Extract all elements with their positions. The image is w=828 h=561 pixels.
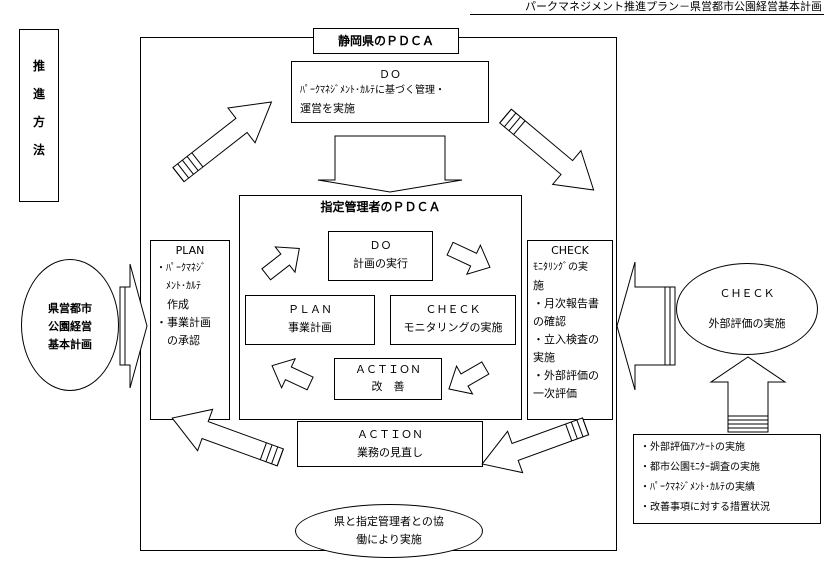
external-check-ellipse: ＣＨＥＣＫ 外部評価の実施: [676, 263, 818, 355]
basic-plan-ellipse: 県営都市 公園経営 基本計画: [21, 259, 119, 391]
inner-do-title: ＤＯ: [369, 239, 392, 252]
inner-plan-title: ＰＬＡＮ: [288, 303, 332, 316]
header-rule: [470, 14, 824, 15]
prefecture-pdca-title: 静岡県のＰＤＣＡ: [313, 28, 459, 54]
collaboration-line2: 働により実施: [356, 533, 422, 546]
external-list-item: ・都市公園ﾓﾆﾀｰ調査の実施: [640, 462, 760, 473]
external-list-box: ・外部評価ｱﾝｹｰﾄの実施 ・都市公園ﾓﾆﾀｰ調査の実施 ・ﾊﾟｰｸﾏﾈｼﾞﾒﾝ…: [633, 434, 821, 524]
collaboration-ellipse: 県と指定管理者との協 働により実施: [295, 504, 483, 558]
basic-plan-line2: 公園経営: [48, 320, 92, 333]
do-outer-line2: 運営を実施: [300, 102, 355, 115]
check-outer-line: ・外部評価の: [533, 369, 599, 382]
method-char-1: 推: [32, 59, 45, 73]
external-list-item: ・改善事項に対する措置状況: [640, 502, 770, 513]
check-outer-line: の確認: [533, 315, 566, 328]
plan-outer-line: ・事業計画: [156, 316, 211, 329]
check-outer-line: ・月次報告書: [533, 297, 599, 310]
plan-outer-line: ・ﾊﾟｰｸﾏﾈｼﾞ: [156, 263, 206, 274]
check-outer-line: ﾓﾆﾀﾘﾝｸﾞの実: [533, 262, 588, 273]
check-outer-line: 実施: [533, 351, 555, 364]
action-outer-box: ＡＣＴＩＯＮ 業務の見直し: [297, 421, 483, 467]
collaboration-line1: 県と指定管理者との協: [334, 515, 444, 528]
inner-action-text: 改 善: [371, 380, 405, 393]
page-header: パークマネジメント推進プラン－県営都市公園経営基本計画: [525, 0, 822, 13]
list-to-external-arrow: [709, 356, 787, 433]
check-outer-line: ・立入検査の: [533, 333, 599, 346]
action-outer-title: ＡＣＴＩＯＮ: [357, 428, 423, 441]
do-outer-line1: ﾊﾟｰｸﾏﾈｼﾞﾒﾝﾄ･ｶﾙﾃに基づく管理・: [300, 85, 445, 96]
do-outer-title: ＤＯ: [379, 68, 401, 81]
inner-check-title: ＣＨＥＣＫ: [425, 303, 481, 316]
external-list-item: ・ﾊﾟｰｸﾏﾈｼﾞﾒﾝﾄ･ｶﾙﾃの実績: [640, 482, 755, 493]
prefecture-pdca-title-text: 静岡県のＰＤＣＡ: [337, 34, 434, 48]
evaluation-line2: ・指摘: [636, 316, 669, 329]
inner-check-text: モニタリングの実施: [403, 321, 503, 334]
basic-plan-line1: 県営都市: [48, 302, 92, 315]
inner-do-text: 計画の実行: [353, 257, 408, 270]
manager-pdca-title: 指定管理者のＰＤＣＡ: [320, 200, 441, 214]
basic-plan-line3: 基本計画: [48, 338, 92, 351]
plan-outer-line: ﾒﾝﾄ･ｶﾙﾃ: [156, 281, 201, 292]
inner-action-title: ＡＣＴＩＯＮ: [355, 363, 421, 376]
method-char-4: 法: [32, 143, 45, 157]
check-outer-title: CHECK: [551, 244, 589, 257]
check-outer-box: CHECK ﾓﾆﾀﾘﾝｸﾞの実 施 ・月次報告書 の確認 ・立入検査の 実施 ・…: [527, 240, 613, 420]
plan-outer-line: 作成: [156, 298, 189, 311]
check-outer-line: 一次評価: [533, 387, 577, 400]
method-char-3: 方: [32, 115, 45, 129]
do-outer-box: ＤＯ ﾊﾟｰｸﾏﾈｼﾞﾒﾝﾄ･ｶﾙﾃに基づく管理・ 運営を実施: [291, 61, 489, 123]
plan-outer-line: の承認: [156, 334, 200, 347]
evaluation-line1: ・評価: [636, 297, 669, 310]
inner-do-box: ＤＯ 計画の実行: [328, 231, 433, 281]
supervision-line2: 連絡調整: [368, 166, 412, 179]
method-char-2: 進: [32, 87, 45, 101]
plan-outer-title: PLAN: [175, 244, 205, 257]
external-list-item: ・外部評価ｱﾝｹｰﾄの実施: [640, 442, 745, 453]
external-check-text: 外部評価の実施: [708, 317, 786, 330]
action-outer-text: 業務の見直し: [357, 446, 423, 459]
inner-check-box: ＣＨＥＣＫ モニタリングの実施: [390, 295, 516, 345]
inner-plan-box: ＰＬＡＮ 事業計画: [245, 295, 375, 345]
inner-action-box: ＡＣＴＩＯＮ 改 善: [334, 358, 442, 400]
plan-outer-box: PLAN ・ﾊﾟｰｸﾏﾈｼﾞ ﾒﾝﾄ･ｶﾙﾃ 作成 ・事業計画 の承認: [150, 240, 230, 420]
supervision-line1: 指導監督: [368, 148, 412, 161]
check-outer-line: 施: [533, 279, 544, 292]
method-label-box: 推 進 方 法: [19, 29, 59, 202]
external-check-title: ＣＨＥＣＫ: [719, 287, 775, 300]
inner-plan-text: 事業計画: [288, 321, 332, 334]
